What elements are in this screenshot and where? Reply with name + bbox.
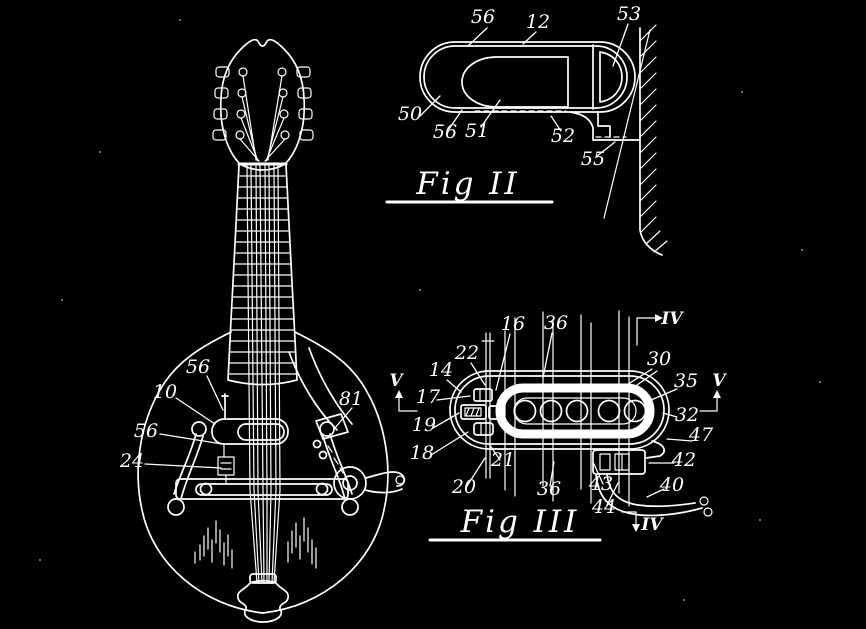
- mandolin-figure: 56 10 56 24 81: [119, 38, 406, 623]
- ref-numeral: 35: [674, 370, 698, 392]
- ref-numeral: 20: [451, 476, 476, 498]
- ref-numeral: 43: [588, 473, 613, 495]
- fig3-group: 16 36 22 14 17 19 18 20 21 36 43 44 30 3…: [389, 309, 727, 542]
- ref-numeral: 18: [410, 442, 434, 464]
- pickup-top-view: [449, 370, 670, 450]
- body-outline: [137, 331, 389, 614]
- section-label: V: [389, 371, 404, 391]
- wall-hatching: [640, 24, 668, 253]
- ref-numeral: 52: [551, 125, 575, 147]
- ref-numeral: 16: [501, 313, 525, 335]
- frets: [228, 175, 297, 375]
- section-label: V: [712, 371, 727, 391]
- output-cable: [595, 473, 713, 517]
- mount-bracket-parts: [460, 388, 502, 436]
- noise-specks: [39, 19, 821, 601]
- section-label: IV: [640, 515, 664, 535]
- ref-numeral: 56: [433, 121, 457, 143]
- output-connector: [592, 440, 665, 475]
- ref-numeral: 36: [544, 312, 568, 334]
- ref-numeral: 10: [153, 381, 177, 403]
- ref-numeral: 36: [537, 478, 561, 500]
- section-label: IV: [660, 309, 684, 329]
- mandolin-leader-lines: [144, 375, 353, 469]
- ref-numeral: 30: [647, 348, 671, 370]
- ref-numeral: 47: [688, 424, 714, 446]
- f-hole-right: [319, 421, 359, 516]
- headstock-outline: [219, 38, 306, 171]
- ref-numeral: 53: [617, 3, 641, 25]
- ref-numeral: 42: [671, 449, 696, 471]
- ref-numeral: 17: [416, 386, 441, 408]
- section-marker-v-right: V: [699, 371, 727, 412]
- ref-numeral: 24: [119, 450, 144, 472]
- fig3-leader-lines: [430, 332, 693, 506]
- fig3-caption: Fig III: [460, 504, 580, 540]
- wall-section: [603, 24, 668, 256]
- fig2-caption: Fig II: [415, 166, 520, 202]
- ref-numeral: 56: [186, 356, 210, 378]
- pickup-side-view: [419, 41, 641, 141]
- ref-numeral: 55: [581, 148, 605, 170]
- ref-numeral: 51: [465, 120, 489, 142]
- tailpiece: [236, 573, 290, 623]
- ref-numeral: 50: [398, 103, 422, 125]
- section-marker-iv-bottom: IV: [621, 511, 664, 535]
- headstock-strings: [239, 75, 286, 162]
- pickup-unit: [211, 393, 289, 485]
- ref-numeral: 12: [526, 11, 550, 33]
- section-marker-v-left: V: [389, 371, 418, 412]
- ref-numeral: 81: [339, 388, 363, 410]
- ref-numeral: 40: [659, 474, 684, 496]
- strings: [246, 165, 281, 584]
- fig2-group: 56 12 53 50 56 51 52 55 Fig II: [385, 3, 668, 256]
- ref-numeral: 19: [412, 414, 436, 436]
- ref-numeral: 32: [675, 404, 699, 426]
- ref-numeral: 44: [591, 496, 616, 518]
- ref-numeral: 56: [471, 6, 495, 28]
- ref-numeral: 22: [454, 342, 479, 364]
- fig2-leader-lines: [419, 23, 629, 157]
- soundboard-shading: [194, 517, 317, 569]
- pole-pieces: [513, 399, 647, 423]
- f-hole-left: [167, 421, 207, 516]
- jack-assembly: [288, 347, 406, 500]
- ref-numeral: 14: [429, 359, 453, 381]
- section-marker-iv-top: IV: [636, 309, 684, 346]
- ref-numeral: 21: [490, 449, 515, 471]
- ref-numeral: 56: [134, 420, 158, 442]
